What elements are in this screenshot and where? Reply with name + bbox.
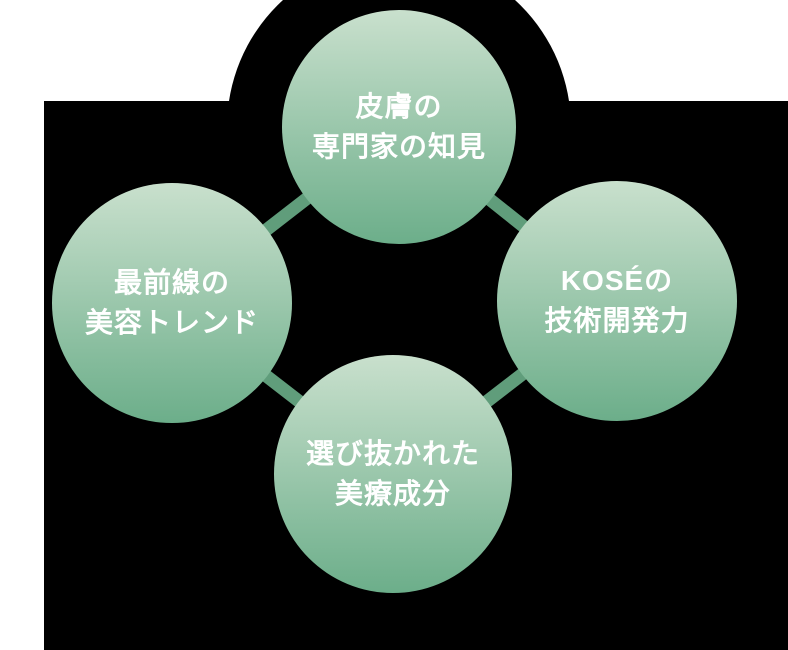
node-label-line: KOSÉの <box>560 265 674 297</box>
node-label-line: 美療成分 <box>334 478 451 509</box>
node-selected-ingredients-label: 選び抜かれた 美療成分 <box>306 434 480 514</box>
node-label-line: 美容トレンド <box>84 307 259 338</box>
node-beauty-trend-label: 最前線の 美容トレンド <box>85 263 259 343</box>
node-selected-ingredients: 選び抜かれた 美療成分 <box>274 355 512 593</box>
node-skin-expert-knowledge-label: 皮膚の 専門家の知見 <box>312 87 486 167</box>
node-label-line: 皮膚の <box>355 91 443 123</box>
node-label-line: 最前線の <box>113 267 230 299</box>
node-label-line: 選び抜かれた <box>305 438 480 470</box>
node-label-line: 専門家の知見 <box>311 131 486 162</box>
node-skin-expert-knowledge: 皮膚の 専門家の知見 <box>282 10 516 244</box>
node-beauty-trend: 最前線の 美容トレンド <box>52 183 292 423</box>
node-kose-technology: KOSÉの 技術開発力 <box>497 181 737 421</box>
node-kose-technology-label: KOSÉの 技術開発力 <box>544 261 689 341</box>
node-label-line: 技術開発力 <box>544 305 690 336</box>
